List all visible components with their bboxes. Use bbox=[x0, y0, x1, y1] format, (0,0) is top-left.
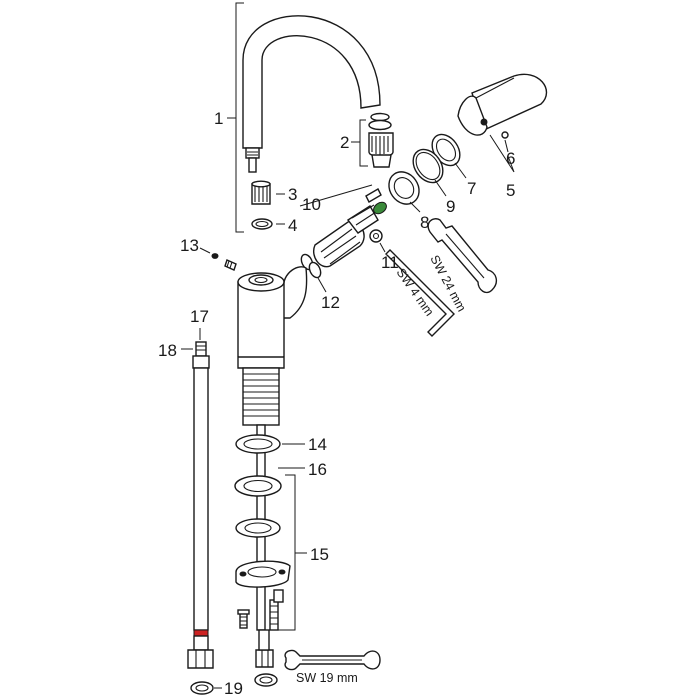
leader-12 bbox=[317, 277, 327, 293]
callout-17: 17 bbox=[190, 307, 209, 326]
center-seal bbox=[254, 673, 278, 687]
aerator-bracket bbox=[351, 119, 368, 167]
cover-ring-part-7 bbox=[431, 133, 461, 167]
cartridge-nut-part-8 bbox=[388, 171, 420, 205]
hose-seal-part-19 bbox=[190, 681, 214, 695]
fixing-ring-15a bbox=[235, 518, 281, 538]
handle-screw-part-6 bbox=[501, 131, 509, 139]
callout-13: 13 bbox=[180, 236, 199, 255]
spout-bracket bbox=[227, 2, 244, 233]
callout-2: 2 bbox=[340, 133, 349, 152]
callout-18: 18 bbox=[158, 341, 177, 360]
callout-12: 12 bbox=[321, 293, 340, 312]
callout-10: 10 bbox=[302, 195, 321, 214]
center-hose-nut bbox=[255, 629, 274, 668]
check-valve-part-3 bbox=[251, 180, 271, 205]
tool-label-sw19: SW 19 mm bbox=[296, 671, 358, 685]
callout-1: 1 bbox=[214, 109, 223, 128]
hose-red-marker bbox=[193, 629, 209, 637]
leader-7 bbox=[454, 162, 467, 179]
callout-11: 11 bbox=[381, 253, 399, 272]
o-rings-part-12 bbox=[300, 253, 322, 279]
callout-16: 16 bbox=[308, 460, 327, 479]
fixing-plate-15b bbox=[235, 560, 291, 588]
leader-11 bbox=[379, 242, 386, 253]
callout-19: 19 bbox=[224, 679, 243, 698]
cartridge-part-10 bbox=[313, 188, 387, 268]
fixing-set-bracket bbox=[270, 474, 307, 631]
leader-8 bbox=[409, 201, 421, 213]
aerator-part-2 bbox=[368, 112, 394, 168]
hex-key-sw4-icon bbox=[385, 249, 455, 337]
stud-screw bbox=[237, 609, 250, 629]
cartridge-green-seal bbox=[373, 201, 387, 215]
flex-hose-part-17 bbox=[187, 341, 214, 669]
tap-body bbox=[237, 266, 308, 426]
washer-part-14 bbox=[235, 434, 281, 454]
washer-part-16 bbox=[234, 475, 282, 497]
callout-7: 7 bbox=[467, 179, 476, 198]
callout-4: 4 bbox=[288, 216, 297, 235]
lever-handle-part-5 bbox=[457, 73, 548, 136]
leader-6 bbox=[504, 139, 509, 153]
leader-5 bbox=[489, 134, 515, 173]
callout-3: 3 bbox=[288, 185, 297, 204]
wrench-sw24-icon bbox=[427, 218, 498, 294]
spout-part-1 bbox=[242, 15, 381, 173]
callout-15: 15 bbox=[310, 545, 329, 564]
callout-8: 8 bbox=[420, 213, 429, 232]
callout-5: 5 bbox=[506, 181, 515, 200]
leader-13 bbox=[199, 247, 211, 254]
leader-9 bbox=[434, 179, 447, 197]
callout-14: 14 bbox=[308, 435, 327, 454]
seal-part-4 bbox=[251, 218, 273, 230]
callout-9: 9 bbox=[446, 197, 455, 216]
callout-6: 6 bbox=[506, 149, 515, 168]
wrench-sw19-icon bbox=[284, 649, 381, 671]
leader-10 bbox=[299, 184, 373, 207]
o-ring-part-9 bbox=[412, 148, 444, 184]
adjusting-screw-part-11 bbox=[369, 229, 383, 243]
grub-screw-part-13 bbox=[211, 253, 237, 271]
